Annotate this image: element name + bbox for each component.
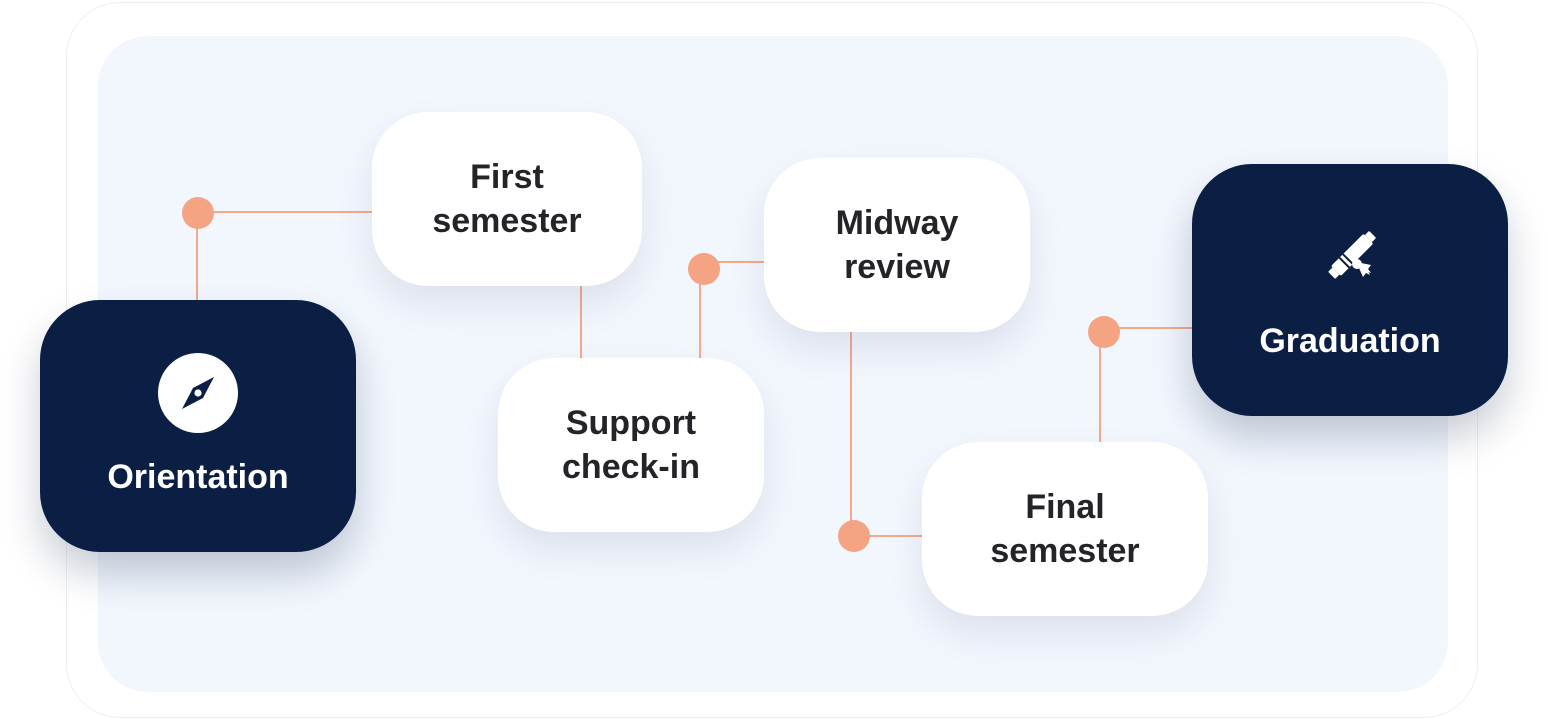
connector-final-graduation: [1099, 327, 1192, 442]
diploma-icon-wrap: [1310, 217, 1390, 297]
connector-dot: [688, 253, 720, 285]
connector-midway-final: [850, 332, 922, 537]
connector-dot: [182, 197, 214, 229]
node-first-semester: First semester: [372, 112, 642, 286]
node-label: Support check-in: [562, 404, 700, 486]
connector-dot: [1088, 316, 1120, 348]
node-orientation: Orientation: [40, 300, 356, 552]
node-label: Final semester: [990, 488, 1140, 570]
node-support-check-in: Support check-in: [498, 358, 764, 532]
node-graduation: Graduation: [1192, 164, 1508, 416]
compass-icon-badge: [158, 353, 238, 433]
diploma-icon: [1328, 231, 1376, 279]
node-midway-review: Midway review: [764, 158, 1030, 332]
node-label: Orientation: [107, 458, 289, 496]
connector-orientation-first: [196, 211, 372, 300]
compass-icon: [182, 377, 214, 409]
node-label: First semester: [432, 158, 582, 240]
node-label: Graduation: [1259, 322, 1441, 360]
node-final-semester: Final semester: [922, 442, 1208, 616]
connector-dot: [838, 520, 870, 552]
node-label: Midway review: [835, 204, 959, 286]
